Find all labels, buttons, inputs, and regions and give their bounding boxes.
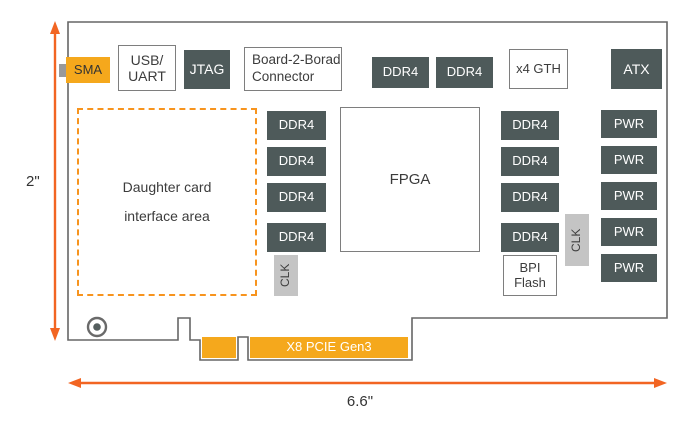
sma-connector-nub xyxy=(59,64,68,77)
block-fpga: FPGA xyxy=(340,107,480,252)
mounting-hole-center xyxy=(93,323,101,331)
block-jtag: JTAG xyxy=(184,50,230,89)
block-ddr4-left-1: DDR4 xyxy=(267,111,326,140)
block-ddr4-left-3: DDR4 xyxy=(267,183,326,212)
dim-width-label: 6.6" xyxy=(346,393,374,410)
width-arrow xyxy=(68,378,667,388)
block-ddr4-right-4: DDR4 xyxy=(501,223,559,252)
block-clk-left: CLK xyxy=(274,255,298,296)
daughter-card-area: Daughter card interface area xyxy=(77,108,257,296)
block-pwr-2: PWR xyxy=(601,146,657,174)
height-arrow xyxy=(50,21,60,341)
block-ddr4-left-2: DDR4 xyxy=(267,147,326,176)
block-ddr4-right-2: DDR4 xyxy=(501,147,559,176)
block-clk-right: CLK xyxy=(565,214,589,266)
block-b2b-connector: Board-2-Borad Connector xyxy=(244,47,342,91)
pcie-fingers-x8: X8 PCIE Gen3 xyxy=(250,337,408,358)
block-bpi-flash: BPI Flash xyxy=(503,255,557,296)
dim-height-label: 2" xyxy=(26,173,40,190)
block-ddr4-top-1: DDR4 xyxy=(372,57,429,88)
pcie-fingers-x1 xyxy=(202,337,236,358)
block-sma: SMA xyxy=(66,57,110,83)
block-x4-gth: x4 GTH xyxy=(509,49,568,89)
block-pwr-4: PWR xyxy=(601,218,657,246)
block-pwr-3: PWR xyxy=(601,182,657,210)
block-ddr4-right-1: DDR4 xyxy=(501,111,559,140)
block-pwr-5: PWR xyxy=(601,254,657,282)
block-atx: ATX xyxy=(611,49,662,89)
block-ddr4-left-4: DDR4 xyxy=(267,223,326,252)
block-pwr-1: PWR xyxy=(601,110,657,138)
block-usb-uart: USB/ UART xyxy=(118,45,176,91)
block-ddr4-top-2: DDR4 xyxy=(436,57,493,88)
block-ddr4-right-3: DDR4 xyxy=(501,183,559,212)
